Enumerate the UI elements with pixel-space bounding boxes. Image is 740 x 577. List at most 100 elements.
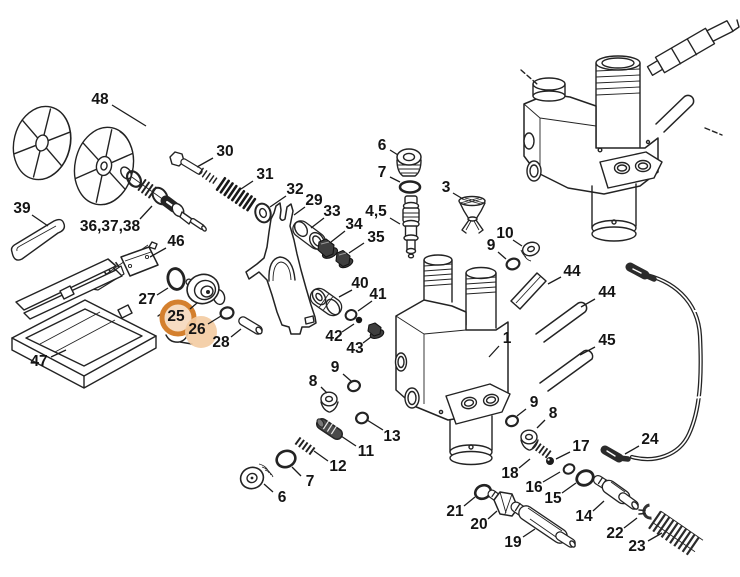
callout-leader-line [624,445,640,455]
part-callout-32[interactable]: 32 [286,181,303,198]
callout-leader-line [156,287,169,296]
part-callout-8[interactable]: 8 [549,405,558,422]
part-callout-45[interactable]: 45 [598,332,616,349]
part-9-o-ring-upper [505,257,521,271]
callout-leader-line [389,176,401,183]
part-14-fitting [593,475,639,510]
callout-leader-line [50,349,67,358]
part-callout-43[interactable]: 43 [346,340,364,357]
part-callout-3[interactable]: 3 [442,179,451,196]
part-31-spring [215,177,257,212]
part-callout-31[interactable]: 31 [256,166,274,183]
callout-leader-line [555,451,571,460]
part-callout-7[interactable]: 7 [378,164,387,181]
part-callout-12[interactable]: 12 [329,458,346,475]
part-callout-29[interactable]: 29 [305,192,323,209]
part-callout-35[interactable]: 35 [367,229,385,246]
part-callout-27[interactable]: 27 [138,291,155,308]
part-callout-10[interactable]: 10 [496,225,513,242]
part-callout-44[interactable]: 44 [598,284,616,301]
part-callout-22[interactable]: 22 [606,525,623,542]
part-9-o-ring-right [505,414,519,428]
callout-leader-line [31,214,49,227]
part-callout-18[interactable]: 18 [501,465,519,482]
callout-leader-line [389,217,401,225]
callout-leader-line [487,510,498,520]
part-callout-8[interactable]: 8 [309,373,318,390]
part-callout-13[interactable]: 13 [383,428,401,445]
part-43-nut [367,322,385,340]
part-callout-28[interactable]: 28 [212,334,230,351]
part-18-spring [531,440,552,459]
callout-leader-line [310,217,325,229]
callout-leader-line [561,482,577,494]
dashed-reference-lines [520,69,723,136]
callout-leader-line [542,471,561,483]
part-30-bolt [169,151,218,184]
part-callout-9[interactable]: 9 [331,359,340,376]
part-callout-23[interactable]: 23 [628,538,646,555]
part-callout-6[interactable]: 6 [278,489,287,506]
part-44-clip-a [510,272,547,310]
part-callout-17[interactable]: 17 [572,438,589,455]
part-callout-19[interactable]: 19 [504,534,522,551]
part-callout-40[interactable]: 40 [351,275,368,292]
callout-leader-line [342,373,352,382]
part-45-clip [539,349,594,392]
callout-leader-line [522,528,536,538]
part-callout-48[interactable]: 48 [91,91,109,108]
part-callout-4-5[interactable]: 4,5 [365,203,387,220]
part-callout-9[interactable]: 9 [487,237,496,254]
part-callout-26[interactable]: 26 [188,321,206,338]
piston-rod [646,19,740,76]
callout-leader-line [340,435,357,447]
part-callout-20[interactable]: 20 [470,516,487,533]
part-callout-44[interactable]: 44 [563,263,581,280]
part-callout-36-37-38[interactable]: 36,37,38 [80,218,141,235]
callout-leader-line [330,230,346,243]
part-callout-30[interactable]: 30 [216,143,233,160]
callout-leader-line [189,302,198,310]
part-47-frame [11,258,157,389]
retainer-clip-top-right [655,94,695,133]
part-callout-41[interactable]: 41 [369,286,387,303]
callout-leader-line [580,298,596,308]
part-callout-34[interactable]: 34 [345,216,363,233]
callout-leader-line [291,466,302,477]
part-callout-16[interactable]: 16 [525,479,543,496]
part-28-pin [238,316,263,335]
part-44-clip-b [535,301,588,343]
part-callout-46[interactable]: 46 [167,233,185,250]
part-callout-15[interactable]: 15 [544,490,562,507]
part-callout-7[interactable]: 7 [306,473,315,490]
part-19-connector [510,501,576,548]
part-13-o-ring [354,411,370,425]
part-callout-14[interactable]: 14 [575,508,593,525]
part-callout-25[interactable]: 25 [167,308,185,325]
part-1-pump-manifold [394,254,511,466]
callout-leader-line [293,206,306,216]
callout-leader-line [240,180,254,190]
part-8-plug-mid [320,391,339,413]
part-11-valve-insert [316,418,343,440]
callout-leader-line [269,195,287,208]
part-21-o-ring [473,483,493,501]
callout-leader-line [207,315,222,325]
part-callout-39[interactable]: 39 [13,200,31,217]
part-callout-42[interactable]: 42 [325,328,342,345]
part-24-hose [600,262,707,463]
part-callout-21[interactable]: 21 [446,503,464,520]
part-callout-33[interactable]: 33 [323,203,341,220]
part-callout-1[interactable]: 1 [503,330,512,347]
part-36-37-38-shaft-assembly [120,166,207,232]
part-callout-9[interactable]: 9 [530,394,539,411]
part-callout-11[interactable]: 11 [358,443,375,460]
callout-leader-line [139,205,153,220]
pump-manifold-assembled [523,55,663,242]
part-callout-6[interactable]: 6 [378,137,387,154]
part-callout-24[interactable]: 24 [641,431,659,448]
part-9-o-ring-mid [347,379,361,393]
part-callout-47[interactable]: 47 [30,353,47,370]
part-12-spring [294,436,316,456]
